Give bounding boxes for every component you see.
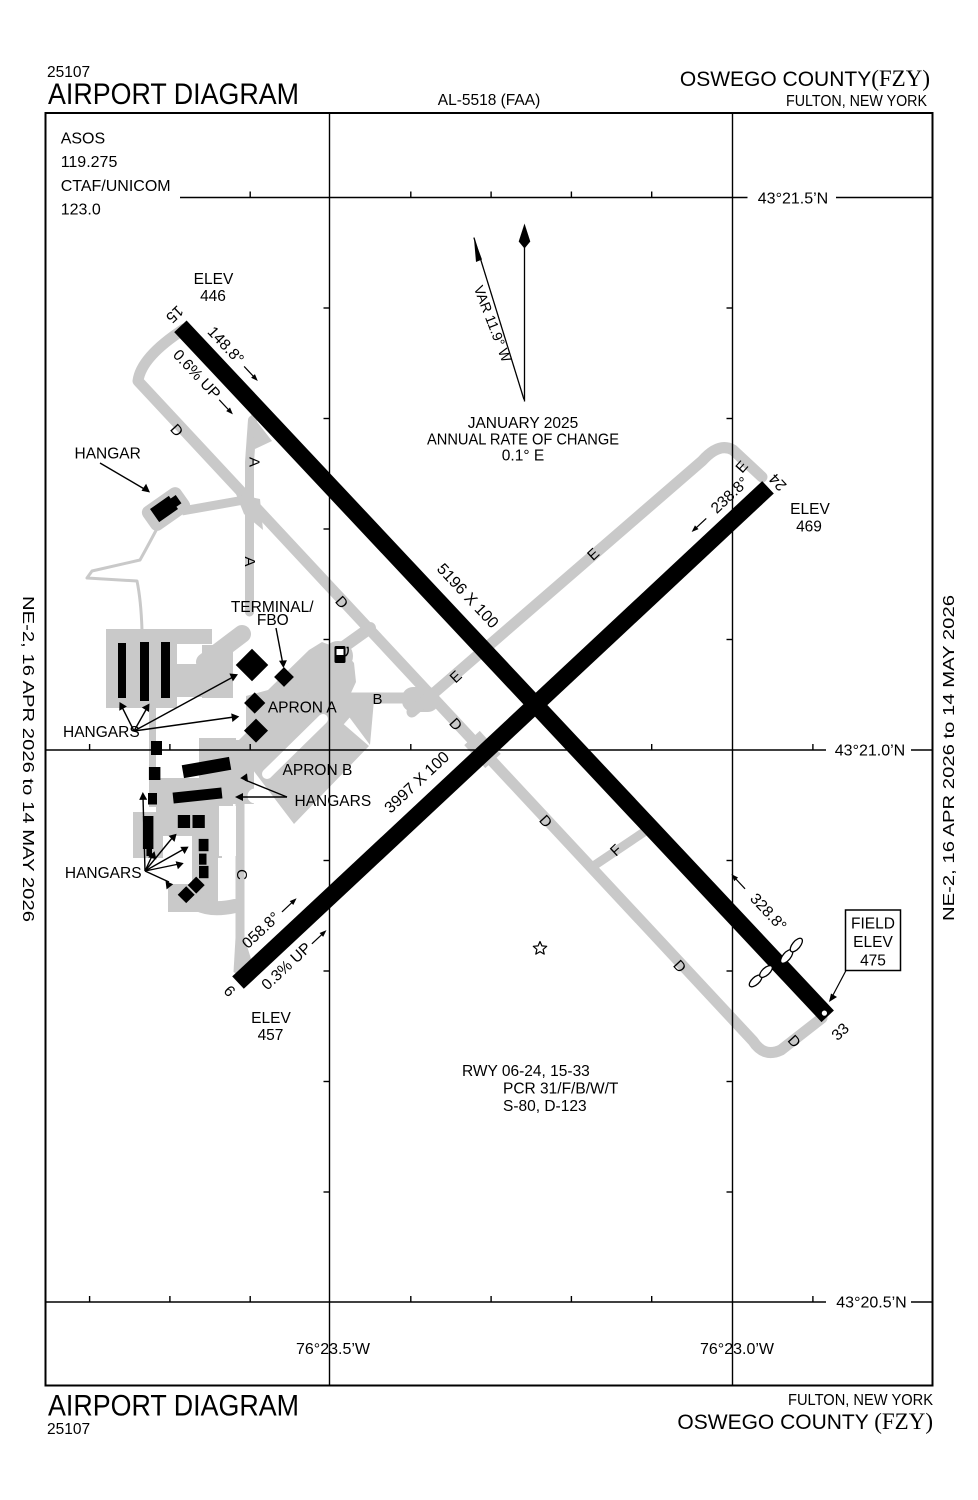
svg-text:FULTON, NEW YORK: FULTON, NEW YORK [786,93,928,110]
svg-text:25107: 25107 [47,64,90,81]
svg-text:OSWEGO COUNTY (FZY): OSWEGO COUNTY (FZY) [677,1409,933,1434]
svg-text:0.1° E: 0.1° E [502,448,544,465]
svg-text:HANGARS: HANGARS [63,724,140,741]
svg-text:TERMINAL/: TERMINAL/ [231,599,314,616]
svg-text:PCR 31/F/B/W/T: PCR 31/F/B/W/T [503,1081,619,1098]
svg-text:C: C [233,869,250,880]
svg-text:123.0: 123.0 [61,202,101,219]
svg-text:475: 475 [860,953,886,970]
svg-text:CTAF/UNICOM: CTAF/UNICOM [61,178,171,195]
svg-text:NE-2, 16 APR 2026 to 14 MAY: NE-2, 16 APR 2026 to 14 MAY 2026 [19,596,36,922]
svg-text:ELEV: ELEV [194,271,234,288]
svg-text:AIRPORT DIAGRAM: AIRPORT DIAGRAM [48,78,299,111]
svg-text:AIRPORT DIAGRAM: AIRPORT DIAGRAM [48,1389,299,1422]
svg-text:76°23.0’W: 76°23.0’W [700,1341,775,1358]
svg-text:119.275: 119.275 [61,154,118,171]
svg-text:ELEV: ELEV [853,934,893,951]
svg-text:A: A [241,556,258,566]
svg-text:FULTON, NEW YORK: FULTON, NEW YORK [788,1392,934,1409]
svg-text:43°21.5’N: 43°21.5’N [758,191,828,208]
svg-text:B: B [372,691,382,708]
svg-text:APRON B: APRON B [283,762,353,779]
svg-text:FBO: FBO [257,612,289,629]
svg-text:25107: 25107 [47,1421,90,1438]
svg-text:76°23.5’W: 76°23.5’W [296,1341,371,1358]
svg-text:FIELD: FIELD [851,916,895,933]
svg-text:JANUARY 2025: JANUARY 2025 [468,415,579,432]
svg-text:ELEV: ELEV [251,1010,291,1027]
svg-text:AL-5518 (FAA): AL-5518 (FAA) [438,92,541,109]
svg-text:ASOS: ASOS [61,131,105,148]
svg-text:HANGARS: HANGARS [295,793,372,810]
svg-text:OSWEGO COUNTY(FZY): OSWEGO COUNTY(FZY) [680,66,930,91]
svg-text:APRON A: APRON A [268,700,338,717]
svg-text:RWY 06-24, 15-33: RWY 06-24, 15-33 [462,1063,590,1080]
svg-text:NE-2, 16 APR 2026 to 14 MAY: NE-2, 16 APR 2026 to 14 MAY 2026 [941,595,958,921]
svg-text:ANNUAL RATE OF CHANGE: ANNUAL RATE OF CHANGE [427,431,619,448]
svg-text:ELEV: ELEV [790,501,830,518]
svg-text:HANGARS: HANGARS [65,865,142,882]
svg-text:43°20.5’N: 43°20.5’N [836,1295,906,1312]
svg-text:A: A [246,457,263,467]
svg-text:446: 446 [200,288,226,305]
svg-text:S-80, D-123: S-80, D-123 [503,1098,587,1115]
svg-text:HANGAR: HANGAR [75,446,141,463]
svg-text:457: 457 [258,1027,284,1044]
svg-text:469: 469 [796,519,822,536]
svg-text:43°21.0’N: 43°21.0’N [835,743,905,760]
